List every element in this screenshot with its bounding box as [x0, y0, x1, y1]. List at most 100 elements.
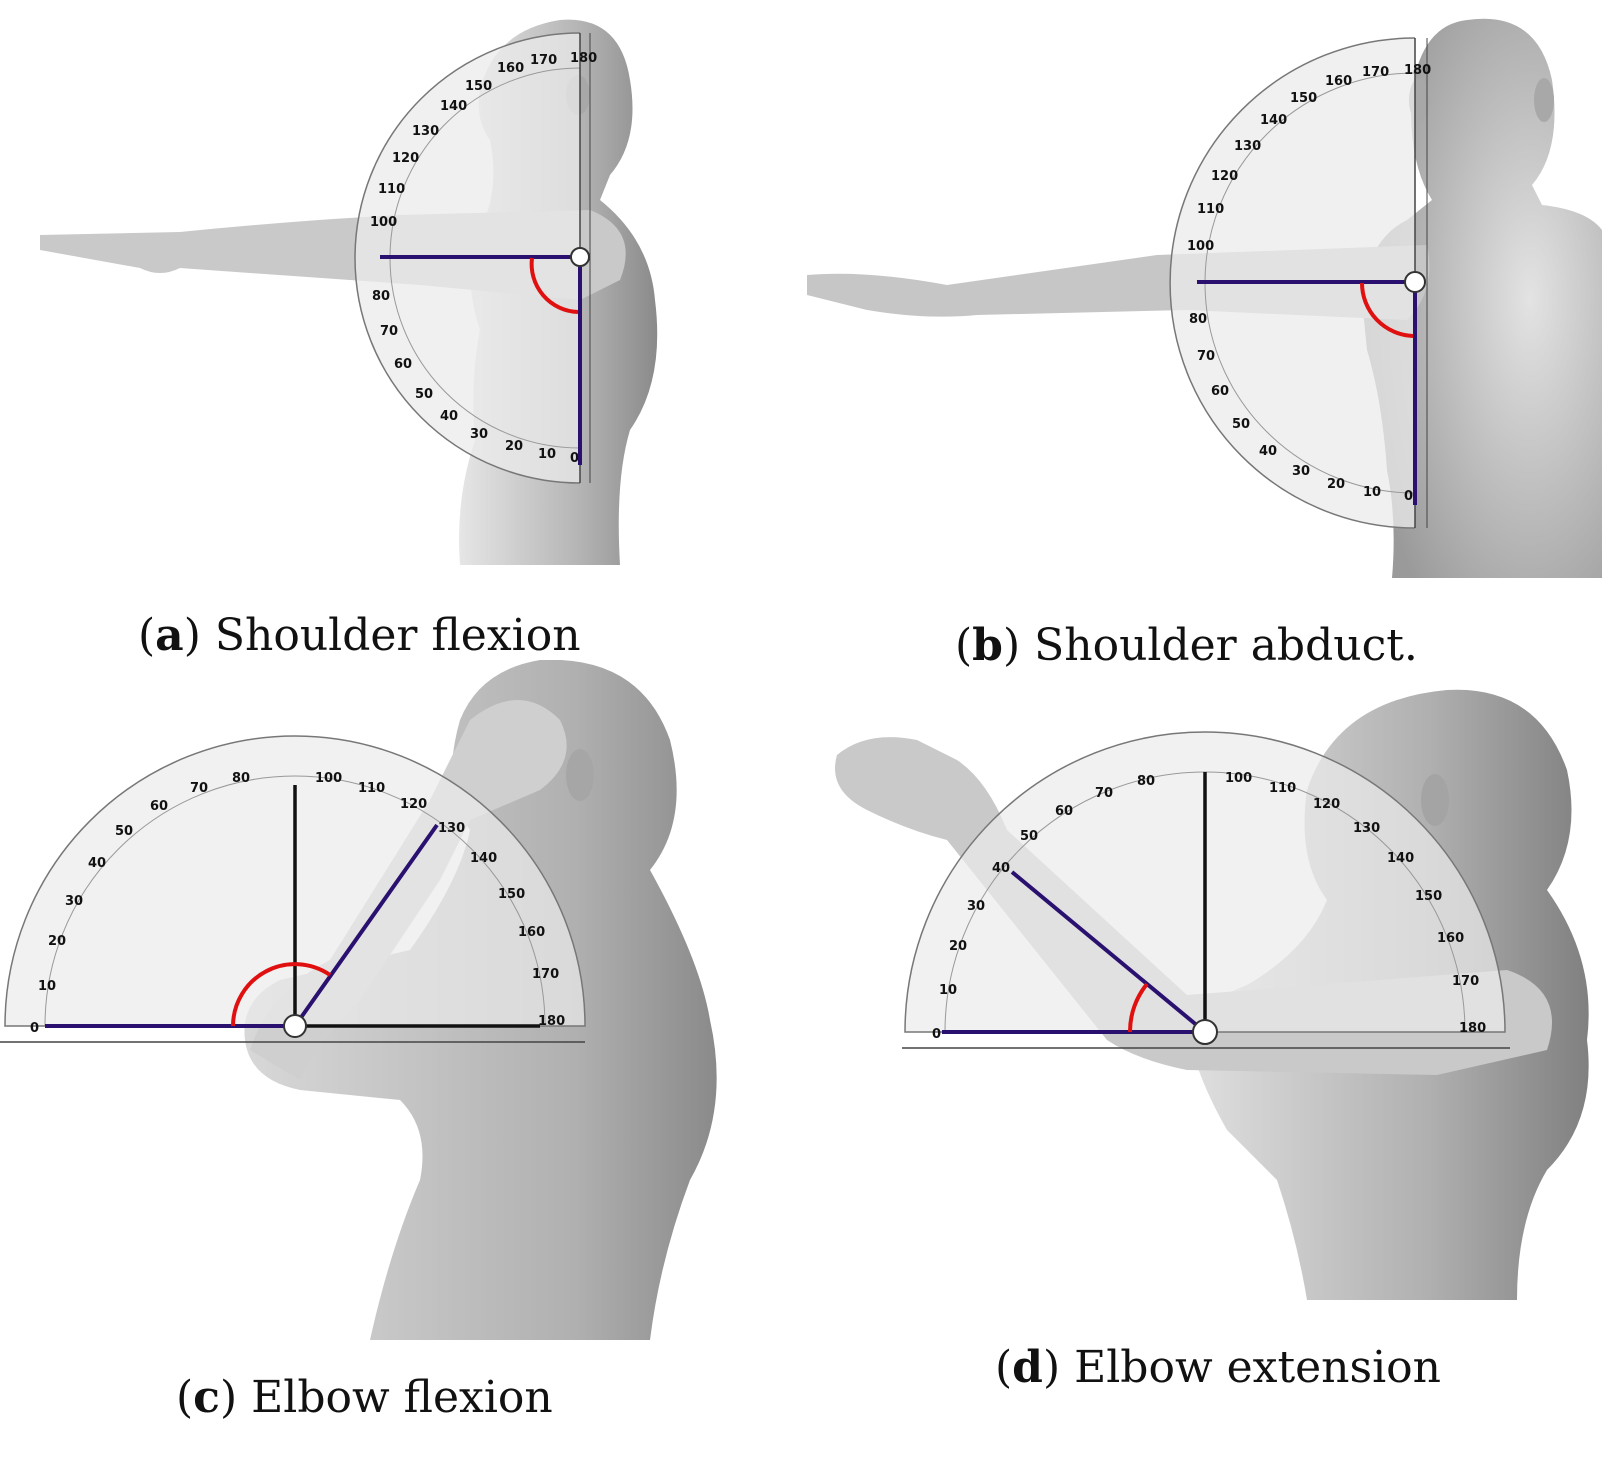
svg-text:60: 60 [150, 799, 168, 814]
svg-text:130: 130 [1234, 139, 1261, 154]
svg-text:30: 30 [1292, 464, 1310, 479]
svg-text:100: 100 [370, 215, 397, 230]
svg-text:70: 70 [190, 781, 208, 796]
pivot-b [1404, 271, 1426, 293]
svg-text:110: 110 [358, 781, 385, 796]
caption-d-letter: d [1012, 1342, 1043, 1393]
svg-text:30: 30 [470, 427, 488, 442]
svg-text:20: 20 [505, 439, 523, 454]
svg-text:170: 170 [530, 53, 557, 68]
svg-text:150: 150 [465, 79, 492, 94]
svg-text:150: 150 [1290, 91, 1317, 106]
svg-text:170: 170 [1452, 974, 1479, 989]
caption-b-title: Shoulder abduct. [1034, 620, 1418, 671]
svg-text:120: 120 [400, 797, 427, 812]
svg-text:180: 180 [1459, 1021, 1486, 1036]
svg-text:160: 160 [1437, 931, 1464, 946]
svg-text:160: 160 [1325, 74, 1352, 89]
caption-a-letter: a [155, 610, 184, 661]
svg-text:150: 150 [1415, 889, 1442, 904]
svg-text:70: 70 [1095, 786, 1113, 801]
caption-d: (d) Elbow extension [995, 1342, 1441, 1393]
svg-text:60: 60 [1055, 804, 1073, 819]
svg-text:50: 50 [115, 824, 133, 839]
svg-text:70: 70 [1197, 349, 1215, 364]
svg-text:10: 10 [1363, 485, 1381, 500]
svg-text:40: 40 [992, 861, 1010, 876]
svg-text:30: 30 [65, 894, 83, 909]
svg-text:120: 120 [392, 151, 419, 166]
svg-text:160: 160 [518, 925, 545, 940]
svg-text:180: 180 [1404, 63, 1431, 78]
svg-text:40: 40 [1259, 444, 1277, 459]
svg-text:110: 110 [1269, 781, 1296, 796]
angle-arc-d [1127, 982, 1149, 1033]
svg-text:80: 80 [1189, 312, 1207, 327]
angle-arc-c [231, 962, 332, 1027]
pivot-a [570, 247, 590, 267]
svg-text:40: 40 [440, 409, 458, 424]
caption-c-title: Elbow flexion [251, 1372, 553, 1423]
caption-b: (b) Shoulder abduct. [955, 620, 1418, 671]
pivot-c [283, 1014, 307, 1038]
goniometer-a [380, 247, 590, 465]
svg-text:10: 10 [38, 979, 56, 994]
svg-text:110: 110 [378, 182, 405, 197]
svg-text:110: 110 [1197, 202, 1224, 217]
svg-text:80: 80 [232, 771, 250, 786]
svg-text:10: 10 [939, 983, 957, 998]
svg-text:100: 100 [315, 771, 342, 786]
goniometer-b [1197, 271, 1426, 505]
svg-text:0: 0 [570, 451, 579, 466]
svg-text:0: 0 [30, 1021, 39, 1036]
svg-text:130: 130 [1353, 821, 1380, 836]
svg-text:140: 140 [470, 851, 497, 866]
svg-text:60: 60 [1211, 384, 1229, 399]
caption-a: (a) Shoulder flexion [138, 610, 581, 661]
svg-text:170: 170 [1362, 65, 1389, 80]
svg-text:60: 60 [394, 357, 412, 372]
svg-text:140: 140 [1387, 851, 1414, 866]
svg-text:70: 70 [380, 324, 398, 339]
svg-text:50: 50 [415, 387, 433, 402]
pivot-d [1192, 1019, 1218, 1045]
svg-text:10: 10 [538, 447, 556, 462]
svg-text:20: 20 [1327, 477, 1345, 492]
svg-text:180: 180 [570, 51, 597, 66]
caption-a-title: Shoulder flexion [214, 610, 581, 661]
svg-text:80: 80 [1137, 774, 1155, 789]
svg-text:100: 100 [1225, 771, 1252, 786]
svg-text:160: 160 [497, 61, 524, 76]
forearm-segment-c [293, 823, 439, 1028]
caption-d-title: Elbow extension [1074, 1342, 1441, 1393]
svg-text:30: 30 [967, 899, 985, 914]
caption-b-letter: b [972, 620, 1003, 671]
goniometer-d [942, 772, 1218, 1045]
svg-text:140: 140 [1260, 113, 1287, 128]
svg-text:180: 180 [538, 1014, 565, 1029]
forearm-segment-d [1010, 870, 1207, 1034]
svg-text:80: 80 [372, 289, 390, 304]
svg-text:40: 40 [88, 856, 106, 871]
svg-text:170: 170 [532, 967, 559, 982]
svg-text:50: 50 [1020, 829, 1038, 844]
goniometer-c [45, 785, 540, 1038]
svg-text:0: 0 [932, 1027, 941, 1042]
caption-c: (c) Elbow flexion [176, 1372, 553, 1423]
svg-text:20: 20 [48, 934, 66, 949]
svg-text:130: 130 [438, 821, 465, 836]
angle-arc-a [529, 257, 579, 314]
svg-text:20: 20 [949, 939, 967, 954]
svg-text:100: 100 [1187, 239, 1214, 254]
